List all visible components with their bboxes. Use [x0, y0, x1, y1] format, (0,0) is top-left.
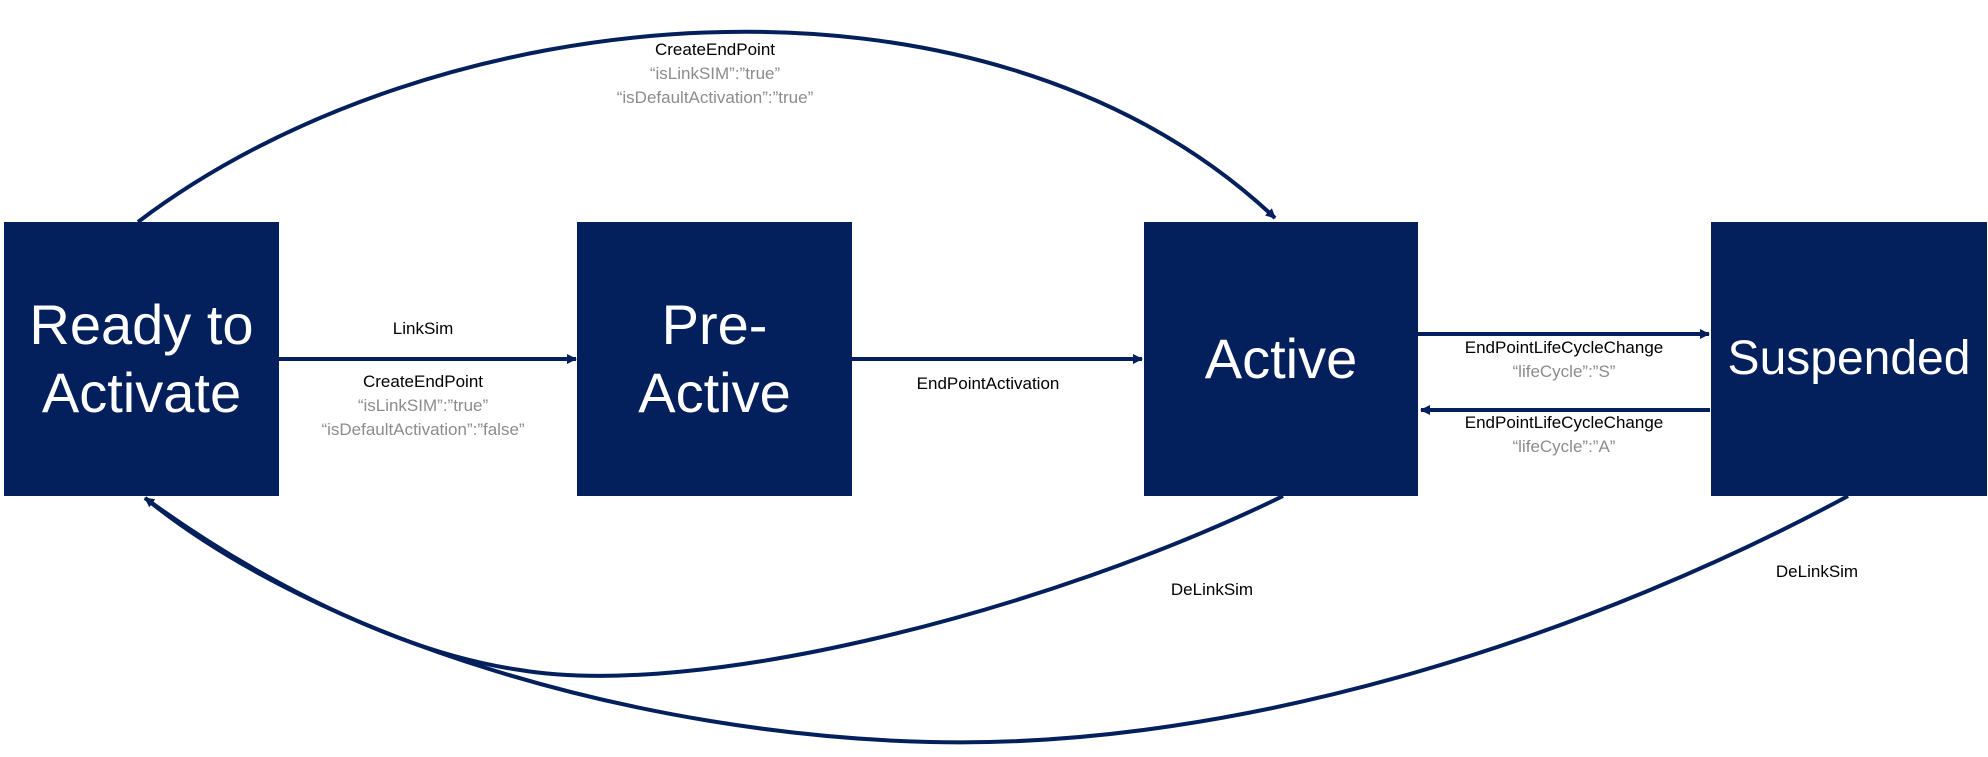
param-to-suspended: “lifeCycle”:”S”	[1512, 362, 1616, 381]
arrow-delink-from-suspended	[143, 494, 1849, 745]
label-endpoint-activation: EndPointActivation	[917, 372, 1060, 396]
label-delink-active: DeLinkSim	[1171, 578, 1253, 602]
event-activation: EndPointActivation	[916, 374, 1060, 393]
state-ready-line2: Activate	[41, 361, 242, 424]
arrow-delink-from-active	[143, 494, 1284, 678]
state-suspended-label: Suspended	[1727, 332, 1971, 385]
label-top-create-endpoint: CreateEndPoint “isLinkSIM”:”true” “isDef…	[617, 38, 814, 110]
state-suspended: Suspended	[1711, 222, 1987, 496]
state-active-label: Active	[1204, 327, 1358, 390]
event-to-suspended: EndPointLifeCycleChange	[1464, 338, 1664, 357]
event-delink-active: DeLinkSim	[1170, 580, 1254, 599]
param-to-active: “lifeCycle”:”A”	[1512, 437, 1616, 456]
event-top-create: CreateEndPoint	[654, 40, 776, 59]
param-create-false-2: “isDefaultActivation”:”false”	[321, 420, 525, 439]
event-create-false: CreateEndPoint	[362, 372, 484, 391]
arrow-top-create-endpoint	[136, 29, 1277, 224]
state-active: Active	[1144, 222, 1418, 496]
param-create-false-1: “isLinkSIM”:”true”	[357, 396, 489, 415]
state-ready-to-activate: Ready to Activate	[4, 222, 279, 496]
label-to-active: EndPointLifeCycleChange “lifeCycle”:”A”	[1465, 411, 1663, 459]
label-create-endpoint-false: CreateEndPoint “isLinkSIM”:”true” “isDef…	[321, 370, 524, 442]
event-linksim: LinkSim	[392, 319, 454, 338]
state-preactive-line1: Pre-	[661, 293, 768, 356]
label-delink-suspended: DeLinkSim	[1776, 560, 1858, 584]
state-ready-line1: Ready to	[29, 293, 254, 356]
event-delink-suspended: DeLinkSim	[1775, 562, 1859, 581]
label-linksim: LinkSim	[393, 317, 453, 341]
label-to-suspended: EndPointLifeCycleChange “lifeCycle”:”S”	[1465, 336, 1663, 384]
param-top-create-1: “isLinkSIM”:”true”	[649, 64, 781, 83]
param-top-create-2: “isDefaultActivation”:”true”	[616, 88, 814, 107]
state-pre-active: Pre- Active	[577, 222, 852, 496]
event-to-active: EndPointLifeCycleChange	[1464, 413, 1664, 432]
state-preactive-line2: Active	[638, 361, 791, 424]
